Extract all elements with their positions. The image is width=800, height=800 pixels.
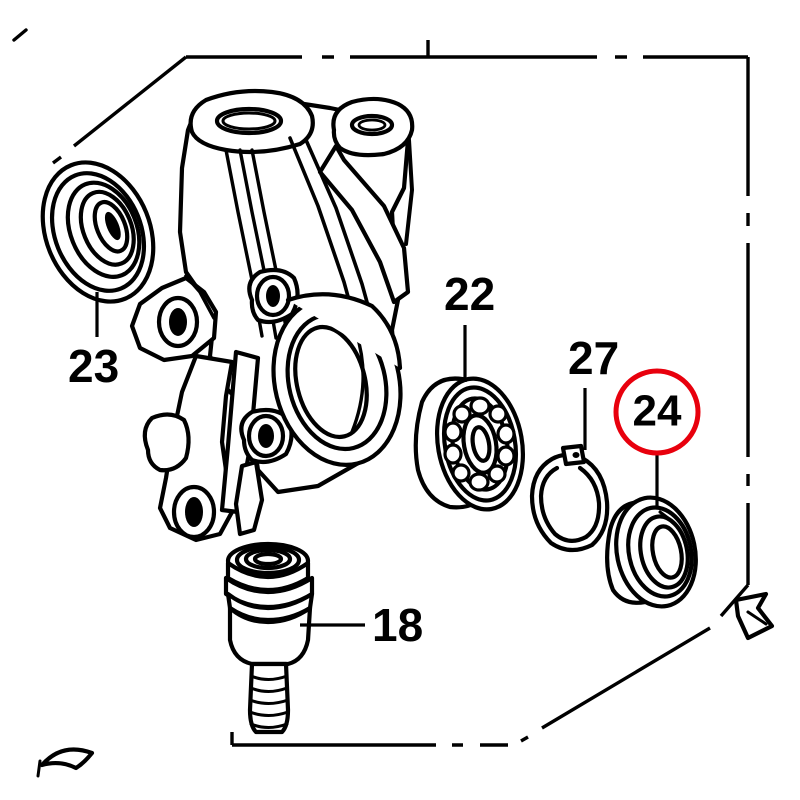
knuckle-mid-left-boss [142, 412, 191, 473]
knuckle-lower-center-bore [258, 424, 274, 448]
callout-label-24[interactable]: 24 [633, 387, 682, 436]
bearing-ball [469, 396, 491, 416]
knuckle-lower-link [233, 459, 265, 537]
section-boundary-frame [51, 40, 750, 747]
part-outer-oil-seal[interactable] [23, 146, 173, 318]
part-wheel-bearing[interactable] [413, 372, 533, 517]
bearing-bore [470, 425, 492, 463]
adjacent-part-fragment-right [733, 591, 775, 641]
balljoint-thread-lines [248, 674, 290, 729]
balljoint-stud [247, 661, 291, 735]
callout-labels: 23 22 27 24 18 [68, 268, 701, 651]
knuckle-upper-right-hole-inner [357, 118, 387, 132]
seal24-lip-mark [658, 510, 670, 520]
balljoint-boot-skirt [227, 605, 313, 667]
knuckle-right-column-edge [404, 138, 414, 246]
seal23-bore [104, 211, 121, 241]
callout-24-highlight-ring [613, 368, 701, 456]
part-inner-oil-seal[interactable] [605, 490, 705, 614]
bearing-ball [496, 445, 516, 467]
frame-topleft-diagonal [51, 55, 188, 165]
adjacent-part-fragment-bottomleft [36, 747, 95, 778]
callout-label-18[interactable]: 18 [372, 599, 423, 651]
bearing-ball [452, 404, 472, 424]
snapring-lug-hole [572, 452, 580, 458]
snapring-body [529, 452, 610, 553]
frame-bottomright-diagonal [520, 583, 750, 743]
knuckle-upper-mid-bore [266, 285, 280, 307]
knuckle-left-lower-bore [185, 497, 203, 527]
bearing-ball [468, 472, 490, 492]
bearing-ball [487, 464, 507, 484]
callout-label-22[interactable]: 22 [444, 268, 495, 320]
bearing-ball [496, 423, 516, 445]
knuckle-left-edge-line [184, 274, 216, 320]
snapring-inner-contour [538, 465, 602, 543]
callout-label-23[interactable]: 23 [68, 340, 119, 392]
callout-label-27[interactable]: 27 [568, 332, 619, 384]
knuckle-hub-top-rim [285, 292, 403, 371]
part-steering-knuckle[interactable] [129, 88, 417, 543]
knuckle-left-arm-hole-bore [169, 308, 187, 336]
bearing-ball [451, 463, 471, 483]
knuckle-upper-left-hole-inner [221, 111, 277, 131]
knuckle-right-arm [317, 143, 411, 305]
balljoint-cap-bore [252, 551, 284, 567]
bearing-ball [488, 404, 508, 424]
adjacent-part-fragment-topleft [12, 28, 28, 42]
part-snap-ring[interactable] [529, 443, 610, 553]
seal24-ring-4 [650, 524, 684, 580]
callout-leader-lines [95, 292, 659, 627]
bearing-balls [443, 396, 516, 492]
bearing-ball [443, 443, 463, 465]
callout-24-highlight-group[interactable]: 24 [613, 368, 701, 456]
part-lower-ball-joint[interactable] [223, 541, 315, 735]
bearing-ball [443, 421, 463, 443]
